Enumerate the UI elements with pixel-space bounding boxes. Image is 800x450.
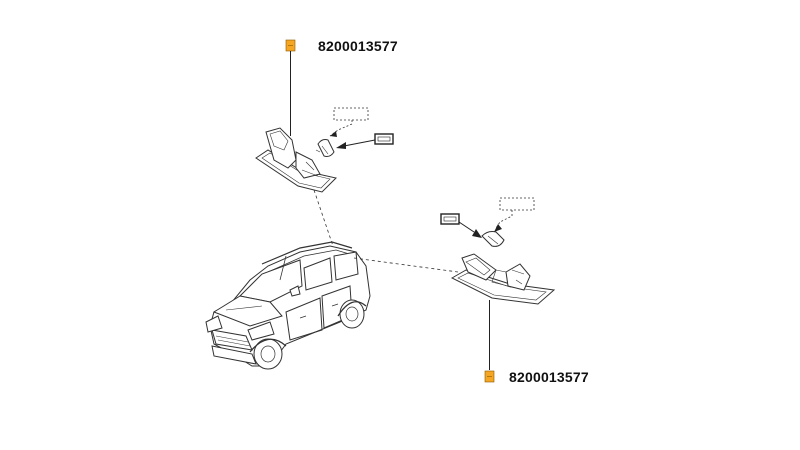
arrowhead-bottom-1 (494, 224, 502, 232)
arrowhead-top-1 (330, 131, 337, 137)
annotation-tag-top (374, 133, 394, 145)
callout-marker-top[interactable] (285, 39, 296, 52)
lamp-housing-bottom[interactable] (450, 253, 556, 305)
bulb-top[interactable] (315, 139, 335, 157)
lamp-housing-top[interactable] (255, 127, 337, 193)
car-illustration (205, 241, 371, 370)
bulb-bottom[interactable] (481, 231, 505, 247)
arrowhead-top-2 (336, 142, 346, 149)
part-number-label-bottom[interactable]: 8200013577 (509, 369, 589, 385)
callout-marker-bottom[interactable] (484, 370, 495, 383)
arrow-line-top (343, 139, 376, 147)
annotation-box-top-dashed (333, 107, 369, 121)
link-dashed-bottom (353, 257, 459, 273)
arrow-line-bottom (458, 221, 475, 233)
link-dashed-top (313, 189, 334, 247)
part-number-label-top[interactable]: 8200013577 (318, 38, 398, 54)
annotation-tag-bottom (440, 213, 460, 225)
annotation-box-bottom-dashed (499, 197, 535, 211)
leader-dashed-bottom (495, 210, 513, 229)
arrowhead-bottom-2 (472, 229, 482, 238)
